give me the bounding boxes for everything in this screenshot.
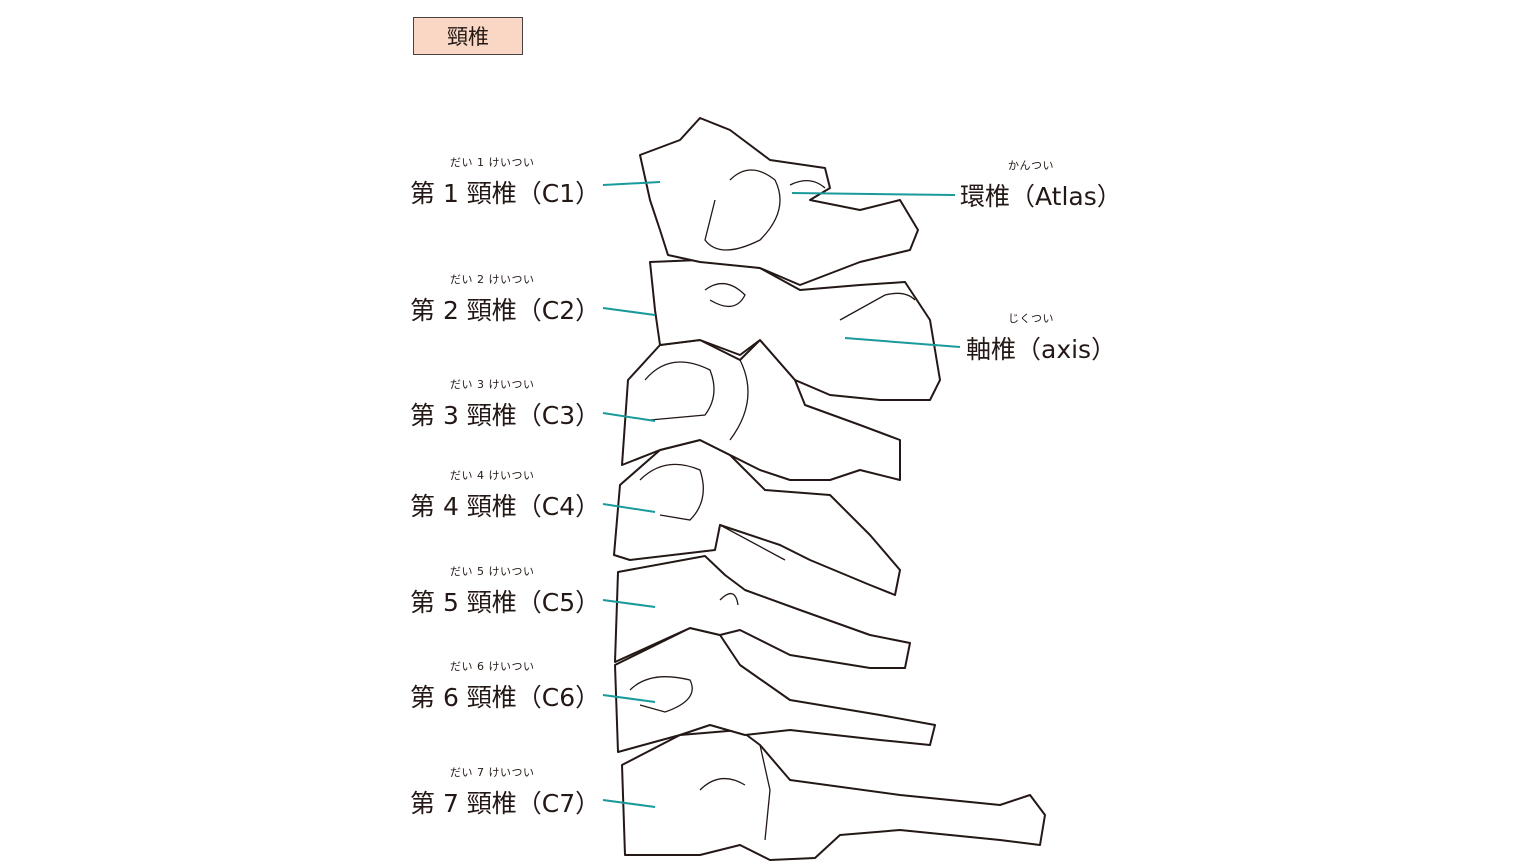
leader-c3: [602, 412, 656, 422]
label-c3: だい 3 けいつい第 3 頸椎（C3）: [410, 378, 601, 432]
ruby: じくつい: [1008, 312, 1054, 325]
label-text: 第 7 頸椎（C7）: [410, 789, 601, 818]
title: 頸椎: [447, 25, 489, 49]
label-text: 第 2 頸椎（C2）: [410, 296, 601, 325]
leader-axis: [844, 337, 961, 348]
leader-atlas: [791, 192, 956, 196]
ruby: だい 2 けいつい: [450, 273, 535, 286]
ruby: かんつい: [1008, 159, 1054, 172]
label-c6: だい 6 けいつい第 6 頸椎（C6）: [410, 660, 601, 714]
leader-c4: [602, 503, 656, 513]
ruby: だい 6 けいつい: [450, 660, 535, 673]
label-c1: だい 1 けいつい第 1 頸椎（C1）: [410, 156, 601, 210]
vertebra-c2: [649, 259, 941, 401]
label-text: 環椎（Atlas）: [960, 182, 1122, 211]
ruby: だい 7 けいつい: [450, 766, 535, 779]
label-text: 第 6 頸椎（C6）: [410, 683, 601, 712]
vertebra-c5: [614, 555, 911, 669]
leader-c2: [602, 307, 656, 316]
vertebra-c7: [621, 729, 1046, 861]
vertebra-c1: [639, 117, 919, 286]
label-c5: だい 5 けいつい第 5 頸椎（C5）: [410, 565, 601, 619]
ruby: だい 5 けいつい: [450, 565, 535, 578]
ruby: だい 1 けいつい: [450, 156, 535, 169]
label-c2: だい 2 けいつい第 2 頸椎（C2）: [410, 273, 601, 327]
leader-c5: [602, 599, 656, 608]
label-atlas: かんつい環椎（Atlas）: [960, 159, 1122, 213]
ruby: だい 4 けいつい: [450, 469, 535, 482]
leader-c1: [602, 181, 661, 186]
leader-c7: [602, 799, 656, 808]
title-box: 頸椎: [413, 17, 523, 55]
label-c4: だい 4 けいつい第 4 頸椎（C4）: [410, 469, 601, 523]
leader-c6: [602, 694, 656, 703]
label-c7: だい 7 けいつい第 7 頸椎（C7）: [410, 766, 601, 820]
label-text: 第 3 頸椎（C3）: [410, 401, 601, 430]
ruby: だい 3 けいつい: [450, 378, 535, 391]
label-text: 第 5 頸椎（C5）: [410, 588, 601, 617]
label-text: 軸椎（axis）: [966, 335, 1117, 364]
label-text: 第 4 頸椎（C4）: [410, 492, 601, 521]
label-axis: じくつい軸椎（axis）: [966, 312, 1117, 366]
label-text: 第 1 頸椎（C1）: [410, 179, 601, 208]
vertebra-c6: [614, 627, 936, 753]
